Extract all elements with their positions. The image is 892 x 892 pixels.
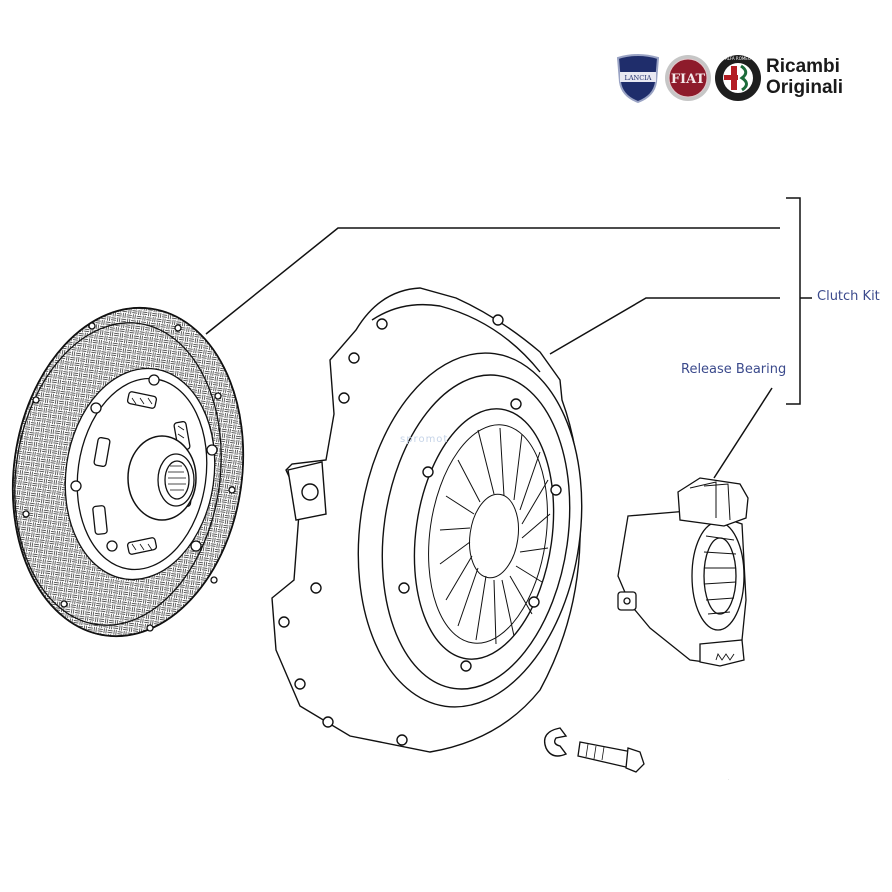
guide-bolt xyxy=(577,741,645,773)
leader-clutch-disc xyxy=(205,227,780,335)
leader-release-bearing xyxy=(713,387,773,479)
label-release-bearing: Release Bearing xyxy=(681,362,787,377)
fiat-logo-text: FIAT xyxy=(671,72,706,87)
lancia-logo-text: LANCIA xyxy=(625,74,652,82)
fiat-logo-icon: FIAT xyxy=(665,55,711,101)
brand-line-2: Originali xyxy=(766,77,844,98)
label-clutch-kit: Clutch Kit xyxy=(817,289,880,304)
circlip xyxy=(543,727,568,757)
diaphragm-spring xyxy=(428,424,551,645)
brand-logos: LANCIA FIAT ALFA ROMEO xyxy=(616,54,761,104)
lancia-logo-icon: LANCIA xyxy=(616,54,660,104)
release-bearing xyxy=(617,477,749,667)
tiny-mark: . xyxy=(728,776,729,781)
brand-line-1: Ricambi xyxy=(766,56,840,77)
kit-bracket xyxy=(786,197,801,405)
pressure-plate xyxy=(271,287,583,753)
leader-pressure-plate xyxy=(549,297,780,355)
leader-lines xyxy=(205,197,812,479)
brand-title: Ricambi Originali xyxy=(766,56,843,98)
alfa-logo-text: ALFA ROMEO xyxy=(725,56,751,61)
clutch-disc xyxy=(11,306,245,638)
alfa-romeo-logo-icon: ALFA ROMEO xyxy=(715,55,761,101)
brand-block: LANCIA FIAT ALFA ROMEO Ricambi Originali xyxy=(614,52,864,104)
watermark: spromot xyxy=(400,434,449,445)
